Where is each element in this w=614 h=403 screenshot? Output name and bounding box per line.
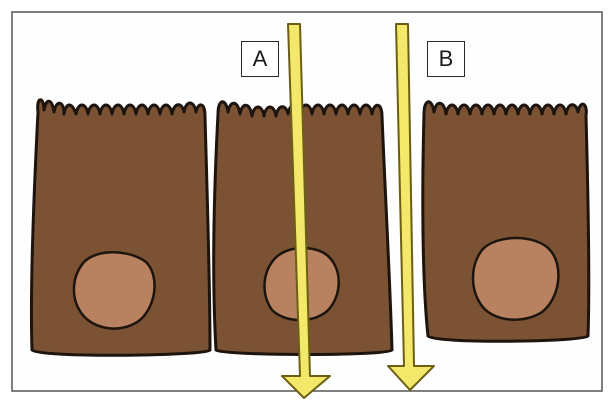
label-a: A xyxy=(241,41,279,77)
epithelial-cell-right xyxy=(423,102,589,342)
label-a-text: A xyxy=(253,46,268,72)
label-b-text: B xyxy=(439,46,454,72)
label-b: B xyxy=(427,41,465,77)
nucleus xyxy=(74,252,155,328)
epithelial-cell-left xyxy=(31,100,210,356)
nucleus xyxy=(473,238,558,320)
